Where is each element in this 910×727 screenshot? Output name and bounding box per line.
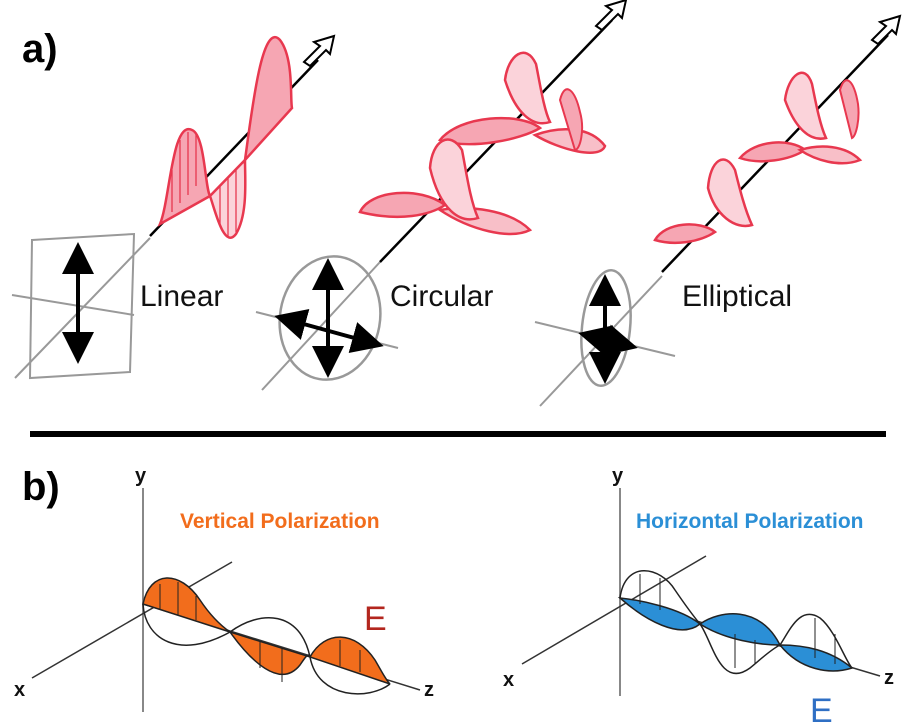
linear-polarization-diagram: Linear <box>11 34 336 380</box>
vertical-e-label: E <box>364 600 387 638</box>
circular-direction-arrow <box>594 0 628 32</box>
vertical-title: Vertical Polarization <box>180 510 380 533</box>
elliptical-hlobe-1 <box>653 223 718 245</box>
circular-label: Circular <box>390 280 493 313</box>
linear-wave-lobe-3 <box>243 36 294 164</box>
vertical-axis-x-label: x <box>14 679 25 701</box>
vertical-wave-vectors <box>159 582 361 682</box>
vertical-wave-fill-1 <box>142 577 231 633</box>
circular-hlobe-4 <box>532 127 607 154</box>
linear-label: Linear <box>140 280 223 313</box>
elliptical-e-arrow-horizontal <box>578 324 638 357</box>
panel-a-label: a) <box>22 27 58 71</box>
circular-hlobe-3 <box>437 116 543 146</box>
panel-b-label: b) <box>22 465 60 509</box>
elliptical-vlobe-1 <box>706 158 754 228</box>
elliptical-label: Elliptical <box>682 280 792 313</box>
horizontal-polarization-diagram: y x z Horizontal Polarization E <box>503 465 894 727</box>
circular-polarization-diagram: Circular <box>255 0 628 391</box>
vertical-wave-fill-3 <box>308 636 391 685</box>
vertical-axis-z-label: z <box>424 679 434 701</box>
vertical-polarization-diagram: y x z Vertical Polarization E <box>14 465 434 712</box>
linear-frame <box>28 232 136 380</box>
linear-wave-lobe-1 <box>157 128 212 227</box>
horizontal-title: Horizontal Polarization <box>636 510 864 533</box>
circular-vlobe-2 <box>503 51 552 125</box>
horizontal-axis-x-label: x <box>503 669 514 691</box>
linear-wave-hatch <box>171 132 237 236</box>
vertical-axis-y-label: y <box>135 465 147 487</box>
elliptical-polarization-diagram: Elliptical <box>534 14 902 407</box>
elliptical-hlobe-2 <box>737 141 808 163</box>
vertical-wave-fill-2 <box>228 630 312 676</box>
linear-direction-arrow <box>302 34 336 68</box>
elliptical-direction-arrow <box>870 14 902 46</box>
circular-vlobe-1 <box>428 138 480 221</box>
horizontal-wave-outline <box>619 570 853 675</box>
elliptical-hlobe-3 <box>797 145 863 165</box>
elliptical-vlobe-2 <box>783 71 828 140</box>
horizontal-axis-y-label: y <box>612 465 624 487</box>
circular-e-arrow-horizontal <box>274 308 384 354</box>
horizontal-wave-vectors <box>639 574 836 668</box>
circular-vlobe-3 <box>558 88 584 152</box>
horizontal-e-label: E <box>810 692 833 727</box>
horizontal-wave-fill-2 <box>698 613 782 646</box>
vertical-wave-outline <box>142 603 391 695</box>
horizontal-axis-z-label: z <box>884 667 894 689</box>
elliptical-vlobe-3 <box>838 79 860 140</box>
vertical-x-axis <box>31 561 233 679</box>
horizontal-x-axis <box>521 555 707 665</box>
circular-hlobe-1 <box>358 191 448 219</box>
